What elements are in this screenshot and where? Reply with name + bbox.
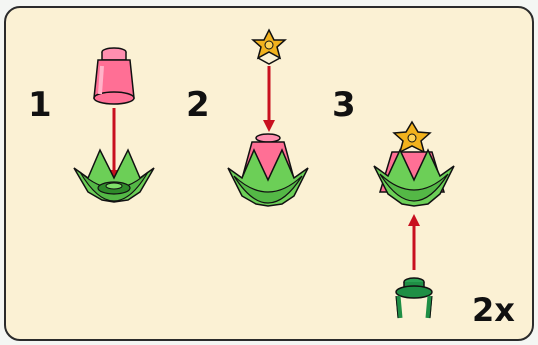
step-3-green-round-plate-icon [395, 277, 433, 319]
step-3-number: 3 [332, 85, 356, 125]
step-2-number: 2 [186, 85, 210, 125]
step-3-green-leaf-cup-icon [373, 148, 455, 207]
step-1-number: 1 [28, 85, 52, 125]
step-3-yellow-star-icon [392, 120, 432, 154]
step-2-yellow-star-icon [251, 28, 287, 65]
instruction-panel: 1 2 3 [4, 6, 534, 341]
step-1-pink-cone-icon [93, 47, 135, 105]
step-2-green-leaf-cup-icon [227, 148, 309, 207]
quantity-label: 2x [472, 291, 515, 329]
instruction-illustration [73, 28, 455, 319]
step-1-green-leaf-cup-icon [73, 148, 155, 203]
